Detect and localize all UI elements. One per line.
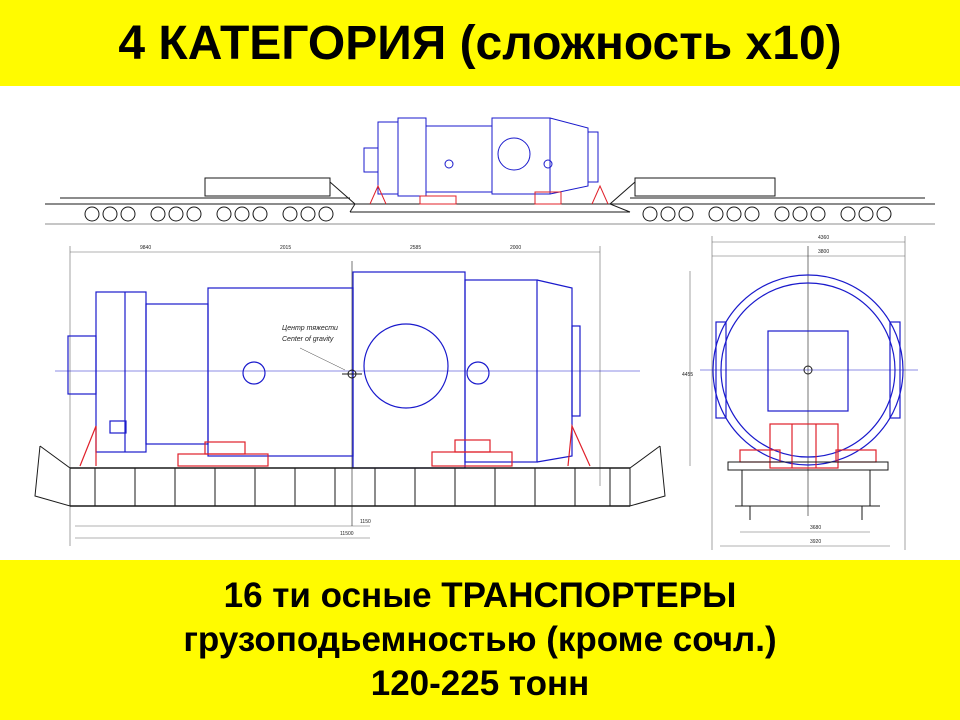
caption-line-3: 120-225 тонн [370,664,590,703]
dim-1150: 1150 [360,519,371,525]
dim-4455: 4455 [682,372,693,378]
cargo-front-view: 4360 3800 4455 3680 3920 [682,235,918,550]
dim-2585: 2585 [410,245,421,251]
dim-3680: 3680 [810,525,821,531]
technical-drawing: 9840 2015 2585 2000 1150 11500 Центр тяж… [0,86,960,560]
category-title: 4 КАТЕГОРИЯ (сложность х10) [118,16,842,70]
dim-11500: 11500 [340,531,354,537]
dim-3800: 3800 [818,249,829,255]
drawing-canvas: 9840 2015 2585 2000 1150 11500 Центр тяж… [34,117,935,550]
dim-3920: 3920 [810,539,821,545]
cargo-side-view: 9840 2015 2585 2000 1150 11500 Центр тяж… [34,245,666,546]
cg-label-en: Center of gravity [282,336,334,343]
dim-2000: 2000 [510,245,521,251]
dim-4360: 4360 [818,235,829,241]
top-title-banner: 4 КАТЕГОРИЯ (сложность х10) [0,0,960,86]
transporter-side-view [45,117,935,225]
dim-9840: 9840 [140,245,151,251]
cg-label-ru: Центр тяжести [282,325,338,332]
dim-2015: 2015 [280,245,291,251]
caption-line-1: 16 ти осные ТРАНСПОРТЕРЫ [223,576,737,615]
bottom-caption-banner: 16 ти осные ТРАНСПОРТЕРЫ грузоподьемност… [0,560,960,720]
caption-line-2: грузоподьемностью (кроме сочл.) [183,620,777,659]
